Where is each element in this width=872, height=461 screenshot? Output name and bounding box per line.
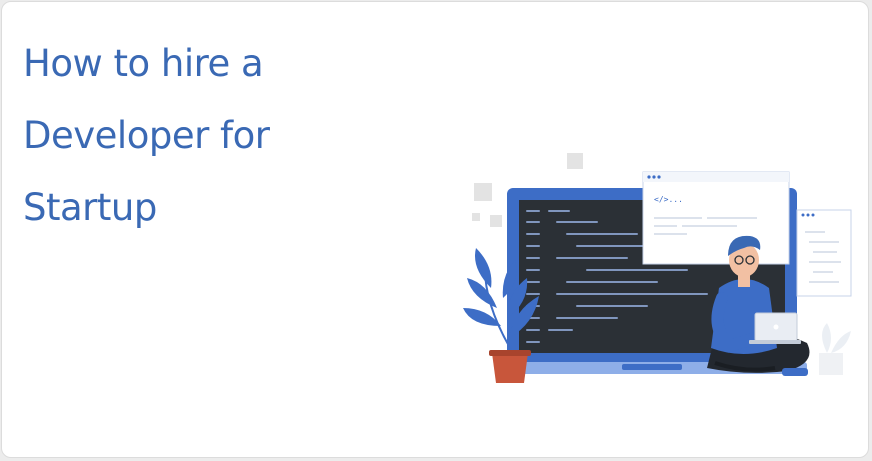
title-line-3: Startup: [23, 186, 157, 229]
plant: [463, 248, 539, 383]
deco-square: [472, 213, 480, 221]
developer-illustration: </>...: [463, 153, 852, 383]
title-line-1: How to hire a: [23, 42, 264, 85]
deco-square: [490, 215, 502, 227]
deco-square: [567, 153, 583, 169]
title-line-2: Developer for: [23, 114, 270, 157]
code-tag-label: </>...: [654, 195, 683, 204]
small-plant: [819, 323, 851, 375]
deco-square: [474, 183, 492, 201]
article-title[interactable]: How to hire a Developer for Startup: [23, 28, 383, 244]
side-window: [796, 209, 852, 297]
code-window: </>...: [642, 171, 790, 265]
developer-figure: [707, 235, 810, 376]
